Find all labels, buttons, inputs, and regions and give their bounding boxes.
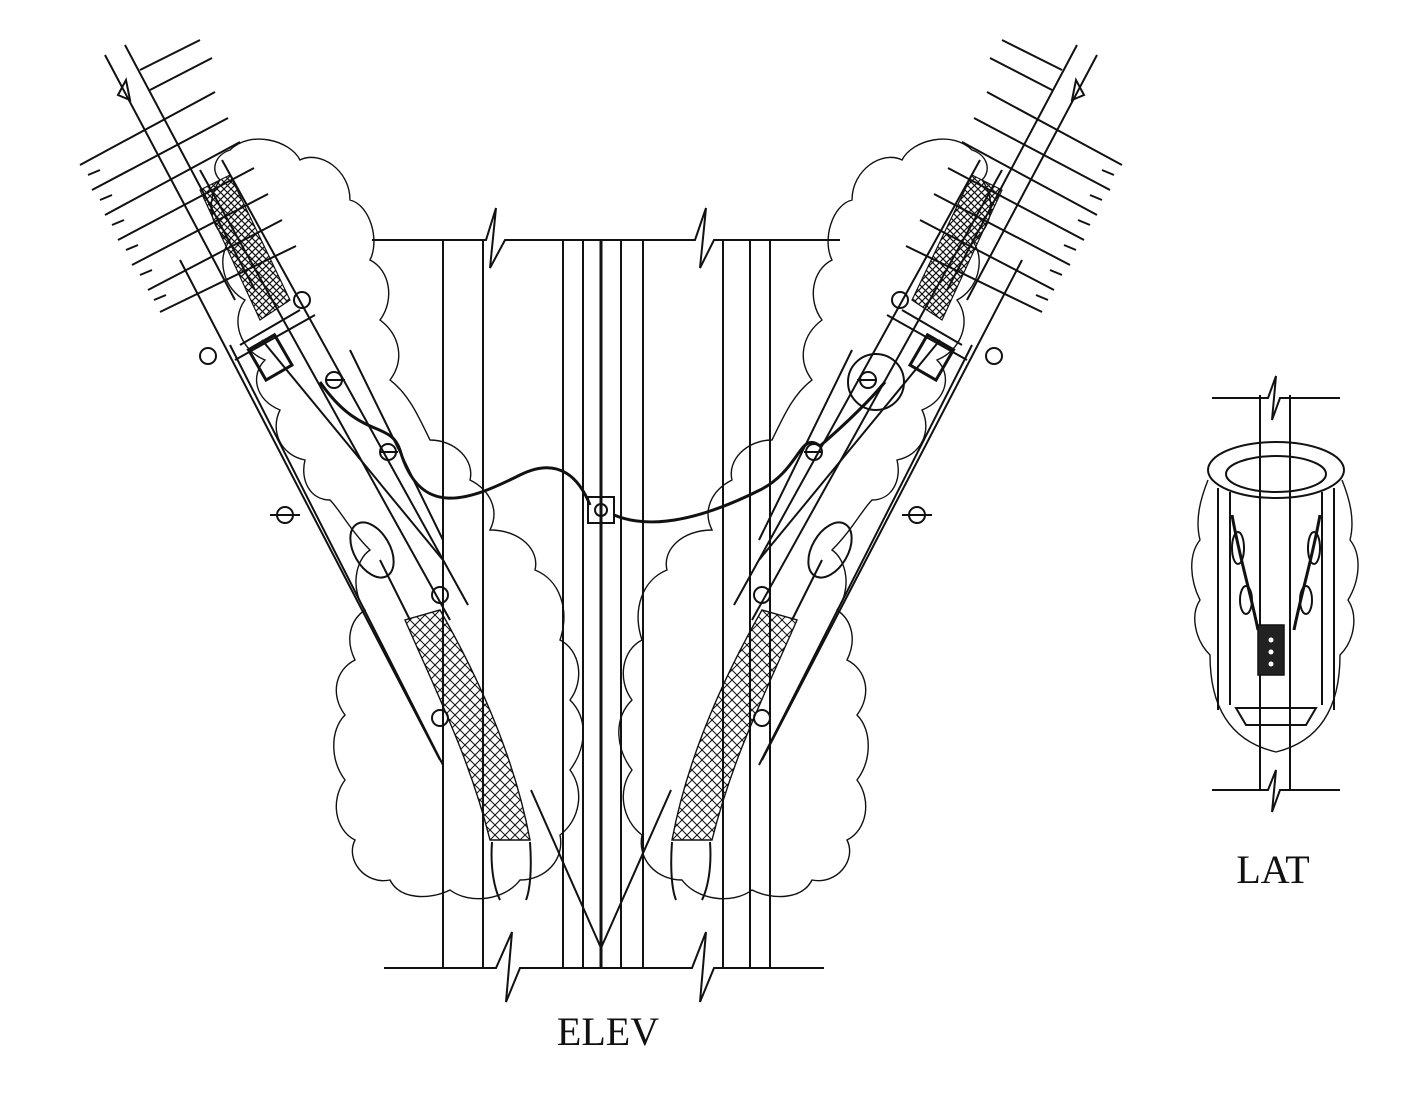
left-insulator	[79, 39, 297, 313]
right-insulator	[905, 39, 1123, 313]
elevation-view	[79, 39, 1123, 1003]
left-bolts	[199, 291, 449, 727]
lateral-label: LAT	[1236, 847, 1309, 892]
right-bolts	[753, 291, 1003, 727]
pole-structure	[442, 240, 771, 968]
right-detail-circle	[847, 353, 905, 411]
left-clearance-cloud	[210, 138, 584, 900]
top-break-line	[372, 207, 840, 269]
lateral-view	[1191, 375, 1359, 813]
bottom-break-line	[384, 931, 824, 1003]
lateral-clearance-cloud	[1191, 479, 1359, 753]
right-cable-grip	[671, 609, 798, 841]
bonding-wire	[318, 381, 887, 524]
right-clearance-cloud	[618, 138, 992, 900]
junction-box	[587, 496, 615, 524]
left-upper-braid	[199, 174, 291, 321]
elevation-label: ELEV	[557, 1009, 659, 1054]
left-cable-grip	[404, 609, 531, 841]
right-termination-assembly	[618, 39, 1123, 901]
left-termination-assembly	[79, 39, 584, 901]
